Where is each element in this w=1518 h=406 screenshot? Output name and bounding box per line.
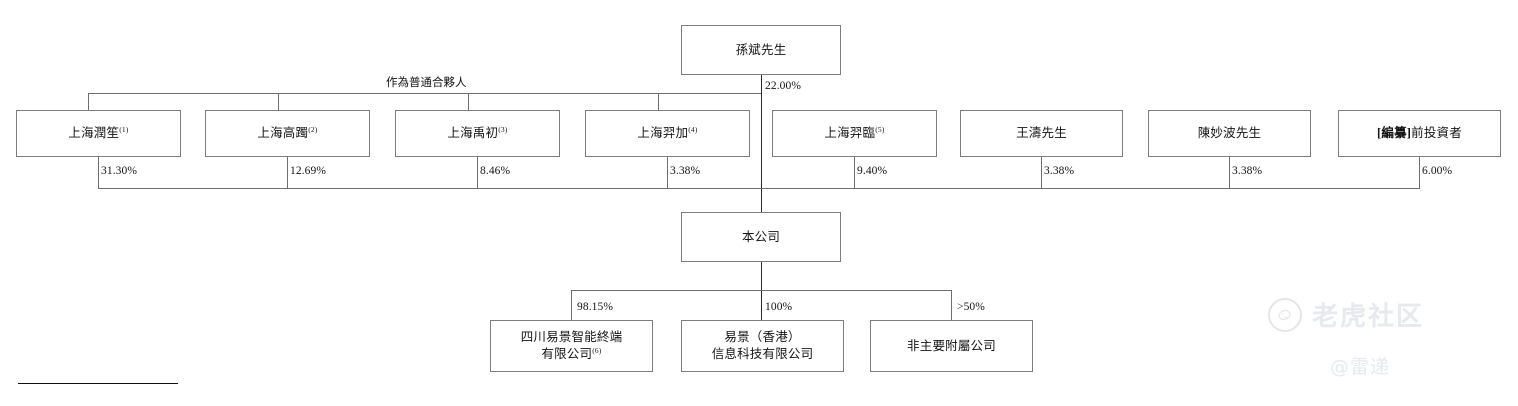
connector-gp-drop-2: [278, 93, 279, 110]
pct-shareholder-1: 31.30%: [101, 165, 138, 177]
node-label-shareholder-1: 上海潤笙(1): [68, 124, 129, 141]
node-box-shareholder-7[interactable]: 陳妙波先生: [1148, 110, 1311, 157]
connector-subsidiary-bus: [571, 290, 952, 291]
pct-shareholder-7: 3.38%: [1232, 165, 1263, 177]
node-label-shareholder-5: 上海羿臨(5): [824, 124, 885, 141]
node-box-shareholder-3[interactable]: 上海禹初(3): [395, 110, 560, 157]
watermark-handle: @雷递: [1330, 356, 1391, 378]
pct-shareholder-3: 8.46%: [480, 165, 511, 177]
connector-ownership-bus: [98, 188, 1420, 189]
connector-drop-shareholder-4: [667, 157, 668, 188]
connector-drop-shareholder-7: [1229, 157, 1230, 188]
footnote-ref-5: (5): [875, 124, 885, 134]
footnote-ref-4: (4): [688, 124, 698, 134]
footnote-ref-6: (6): [592, 345, 602, 355]
connector-company-to-subsidiaries: [761, 262, 762, 320]
watermark-brand-text: 老虎社区: [1312, 302, 1425, 332]
pct-shareholder-5: 9.40%: [857, 165, 888, 177]
node-label-top-shareholder: 孫斌先生: [735, 42, 787, 57]
footnote-ref-2: (2): [308, 124, 318, 134]
connector-drop-shareholder-2: [287, 157, 288, 188]
pct-shareholder-8: 6.00%: [1422, 165, 1453, 177]
node-box-shareholder-1[interactable]: 上海潤笙(1): [16, 110, 181, 157]
node-label-shareholder-6: 王濤先生: [1016, 126, 1067, 141]
node-label-shareholder-3: 上海禹初(3): [447, 124, 508, 141]
pct-shareholder-2: 12.69%: [290, 165, 327, 177]
pct-shareholder-4: 3.38%: [670, 165, 701, 177]
connector-drop-shareholder-1: [98, 157, 99, 188]
node-label-shareholder-7: 陳妙波先生: [1197, 126, 1262, 141]
connector-label-general-partner: 作為普通合夥人: [386, 77, 467, 89]
connector-drop-subsidiary-1: [571, 290, 572, 320]
tiger-logo-icon: [1268, 297, 1302, 332]
pct-top-shareholder: 22.00%: [765, 80, 802, 92]
node-label-shareholder-2: 上海高躅(2): [257, 124, 318, 141]
pct-shareholder-6: 3.38%: [1044, 165, 1075, 177]
node-label-shareholder-4: 上海羿加(4): [637, 124, 698, 141]
node-label-subsidiary-2: 易景（香港）信息科技有限公司: [711, 330, 814, 361]
watermark-brand: 老虎社区: [1268, 296, 1424, 333]
connector-gp-drop-4: [658, 93, 659, 110]
node-box-shareholder-8[interactable]: [編纂]前投資者: [1338, 110, 1501, 157]
footnote-separator-rule: [18, 383, 178, 384]
connector-gp-drop-1: [88, 93, 89, 110]
node-box-shareholder-5[interactable]: 上海羿臨(5): [772, 110, 937, 157]
connector-drop-shareholder-5: [854, 157, 855, 188]
connector-drop-shareholder-6: [1041, 157, 1042, 188]
node-box-subsidiary-3[interactable]: 非主要附屬公司: [870, 320, 1033, 372]
node-box-shareholder-4[interactable]: 上海羿加(4): [585, 110, 750, 157]
node-box-subsidiary-1[interactable]: 四川易景智能終端有限公司(6): [490, 320, 653, 372]
node-box-top-shareholder[interactable]: 孫斌先生: [681, 25, 841, 75]
redaction-tag: [編纂]: [1377, 126, 1412, 141]
node-box-company[interactable]: 本公司: [681, 212, 841, 262]
footnote-ref-1: (1): [119, 124, 129, 134]
connector-drop-shareholder-8: [1419, 157, 1420, 188]
connector-drop-subsidiary-3: [951, 290, 952, 320]
connector-drop-shareholder-3: [477, 157, 478, 188]
pct-subsidiary-2: 100%: [765, 301, 793, 313]
node-label-subsidiary-3: 非主要附屬公司: [907, 338, 996, 353]
pct-subsidiary-3: >50%: [957, 301, 985, 313]
node-box-subsidiary-2[interactable]: 易景（香港）信息科技有限公司: [681, 320, 844, 372]
connector-general-partner-bus: [88, 93, 761, 94]
footnote-ref-3: (3): [498, 124, 508, 134]
node-label-shareholder-8: [編纂]前投資者: [1377, 126, 1462, 141]
node-box-shareholder-6[interactable]: 王濤先生: [960, 110, 1123, 157]
pct-subsidiary-1: 98.15%: [577, 301, 614, 313]
node-label-company: 本公司: [741, 229, 781, 244]
connector-top-to-company: [761, 75, 762, 212]
node-box-shareholder-2[interactable]: 上海高躅(2): [205, 110, 370, 157]
connector-gp-drop-3: [468, 93, 469, 110]
node-label-subsidiary-1: 四川易景智能終端有限公司(6): [520, 330, 623, 361]
